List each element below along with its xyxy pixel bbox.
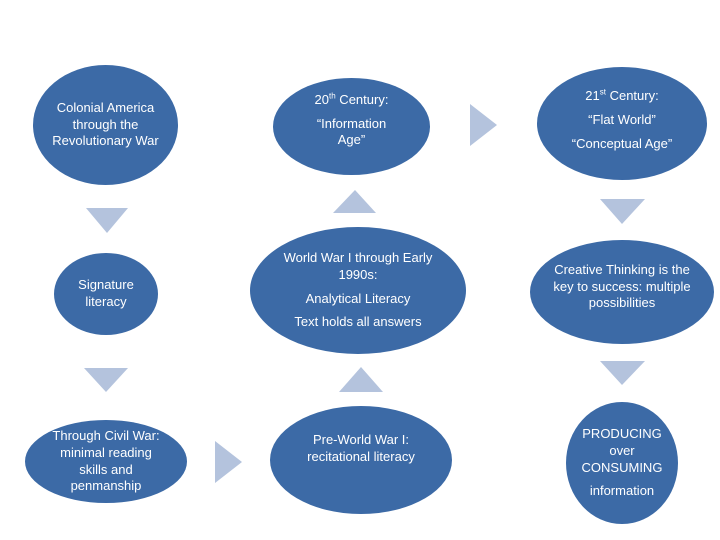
node-21st-century: 21st Century: “Flat World” “Conceptual A…	[537, 67, 707, 180]
arrow-down-signature-to-civil-war	[84, 368, 128, 392]
node-pre-world-war-1-text: Pre-World War I: recitational literacy	[307, 432, 415, 464]
node-21st-century-flat-world: “Flat World”	[588, 112, 656, 128]
node-20th-century: 20th Century: “Information Age”	[273, 78, 430, 175]
node-20th-century-title: 20th Century:	[315, 92, 389, 109]
node-signature-literacy: Signature literacy	[54, 253, 158, 335]
arrow-right-civil-war-to-pre-ww1	[215, 441, 242, 483]
node-ww1-to-early-1990s: World War I through Early 1990s: Analyti…	[250, 227, 466, 354]
node-20th-century-label: Century:	[335, 91, 389, 107]
node-civil-war-text: Through Civil War: minimal reading skill…	[52, 427, 160, 494]
node-20th-century-number: 20	[314, 91, 330, 107]
node-21st-century-conceptual-age: “Conceptual Age”	[571, 135, 673, 151]
node-producing-over-consuming: PRODUCING over CONSUMING information	[566, 402, 678, 524]
node-civil-war: Through Civil War: minimal reading skill…	[25, 420, 187, 503]
node-ww1-title: World War I through Early 1990s:	[283, 249, 433, 282]
node-21st-century-number: 21	[585, 88, 600, 104]
node-producing-text: PRODUCING over CONSUMING	[581, 425, 663, 475]
node-21st-century-title: 21st Century:	[585, 88, 658, 105]
arrow-down-creative-to-producing	[600, 361, 645, 385]
node-signature-literacy-text: Signature literacy	[78, 277, 134, 309]
arrow-up-pre-ww1-to-ww1	[339, 367, 383, 392]
node-ww1-analytical: Analytical Literacy	[305, 290, 411, 306]
node-producing-information: information	[589, 483, 655, 499]
arrow-up-ww1-to-20th	[333, 190, 376, 213]
node-20th-century-information-age: “Information Age”	[316, 115, 387, 148]
node-20th-century-suffix: th	[329, 91, 336, 101]
node-colonial-america-text: Colonial America through the Revolutiona…	[52, 99, 159, 149]
arrow-down-colonial-to-signature	[86, 208, 128, 233]
node-21st-century-suffix: st	[599, 87, 606, 97]
node-creative-thinking: Creative Thinking is the key to success:…	[530, 240, 714, 344]
arrow-right-20th-to-21st	[470, 104, 497, 146]
node-ww1-text-answers: Text holds all answers	[294, 314, 422, 330]
node-colonial-america: Colonial America through the Revolutiona…	[33, 65, 178, 185]
node-21st-century-label: Century:	[605, 88, 659, 104]
node-creative-thinking-text: Creative Thinking is the key to success:…	[553, 261, 691, 311]
node-pre-world-war-1: Pre-World War I: recitational literacy	[270, 406, 452, 514]
arrow-down-21st-to-creative	[600, 199, 645, 224]
